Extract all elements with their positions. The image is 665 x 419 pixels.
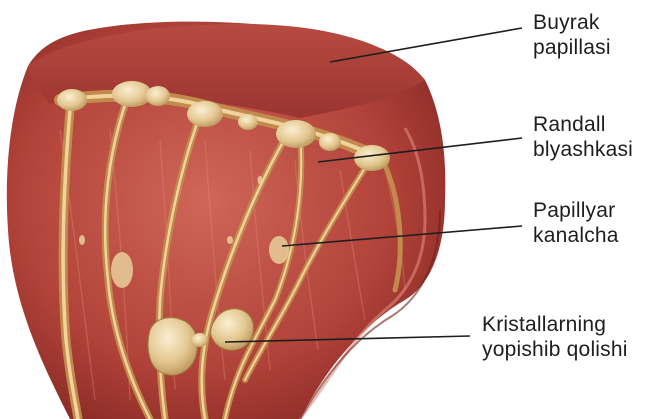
label-randall-plaque: Randall blyashkasi [533,112,633,162]
label-crystal-adhesion: Kristallarning yopishib qolishi [482,312,628,362]
label-kidney-papilla: Buyrak papillasi [533,10,611,60]
label-papillary-duct: Papillyar kanalcha [533,198,619,248]
